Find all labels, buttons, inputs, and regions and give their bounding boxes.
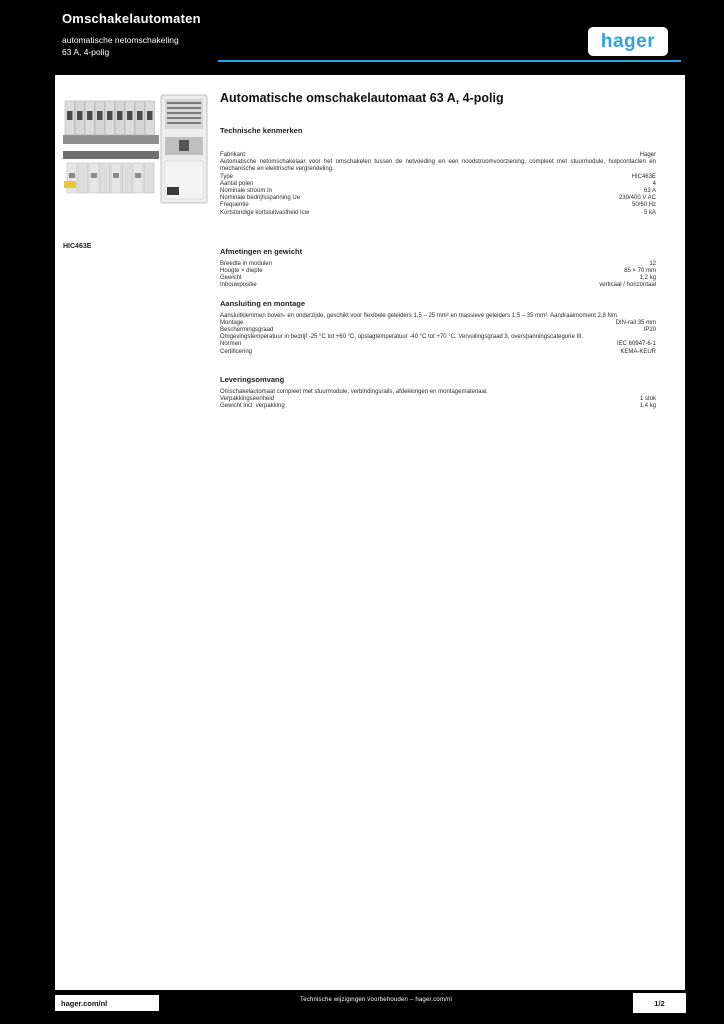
spec-value: 1,4 kg (639, 403, 656, 410)
spec-label: Nominale bedrijfsspanning Ue (220, 195, 301, 202)
spec-value: verticaal / horizontaal (599, 282, 656, 289)
spec-row: Gewicht 1,2 kg (220, 275, 656, 282)
spec-label: Inbouwpositie (220, 282, 257, 289)
spec-row: Normen IEC 60947-6-1 (220, 341, 656, 348)
spec-paragraph: Aansluitklemmen boven- en onderzijde, ge… (220, 312, 619, 319)
hager-logo: hager (588, 27, 668, 56)
spec-label: Certificering (220, 348, 253, 355)
spec-value: 5 kA (643, 209, 656, 216)
spec-value: 230/400 V AC (618, 195, 656, 202)
spec-row: Beschermingsgraad IP20 (220, 327, 656, 334)
spec-value: DIN-rail 35 mm (615, 319, 656, 326)
spec-paragraph: Omschakelautomaat compleet met stuurmodu… (220, 388, 488, 395)
section-heading: Leveringsomvang (220, 374, 285, 384)
spec-row: Fabrikant Hager (220, 152, 656, 159)
spec-label: Hoogte × diepte (220, 268, 263, 275)
spec-row: Aantal polen 4 (220, 181, 656, 188)
spec-row: Nominale bedrijfsspanning Ue 230/400 V AC (220, 195, 656, 202)
spec-label: Kortstondige kortsluitvastheid Icw (220, 209, 310, 216)
header-product-line1: automatische netomschakeling (62, 35, 179, 45)
spec-label: Type (220, 173, 234, 180)
spec-value: 85 × 70 mm (624, 268, 656, 275)
header-product-block: Omschakelautomaten automatische netomsch… (62, 11, 201, 57)
footer-page-box: 1/2 (633, 993, 686, 1013)
footer-center-note: Technische wijzigingen voorbehouden – ha… (300, 997, 453, 1003)
spec-label: Nominale stroom In (220, 188, 273, 195)
spec-value: Hager (639, 152, 656, 158)
footer-website-box[interactable]: hager.com/nl (55, 995, 159, 1011)
product-image (61, 93, 211, 207)
spec-value: 4 (652, 180, 656, 187)
spec-label: Aantal polen (220, 180, 254, 187)
header-product-line2: 63 A, 4-polig (62, 47, 110, 57)
page-title: Automatische omschakelautomaat 63 A, 4-p… (220, 91, 504, 105)
content-column: Automatische omschakelautomaat 63 A, 4-p… (220, 91, 656, 410)
spec-row: Frequentie 50/60 Hz (220, 202, 656, 209)
spec-label: Gewicht (220, 275, 242, 282)
spec-value: 12 (649, 260, 656, 267)
spec-value: 63 A (643, 188, 656, 195)
hager-logo-text: hager (600, 31, 656, 52)
spec-row: Type HIC463E (220, 174, 656, 181)
spec-row: Certificering KEMA-KEUR (220, 349, 656, 356)
footer-website-link[interactable]: hager.com/nl (61, 998, 108, 1008)
spec-row: Nominale stroom In 63 A (220, 188, 656, 195)
spec-label: Fabrikant (220, 152, 246, 158)
spec-value: 1,2 kg (639, 275, 656, 282)
spec-paragraph: Automatische netomschakelaar voor het om… (220, 159, 656, 173)
spec-label: Frequentie (220, 202, 249, 209)
product-photo-svg (61, 93, 211, 207)
spec-row: Inbouwpositie verticaal / horizontaal (220, 282, 656, 289)
spec-value: KEMA-KEUR (620, 348, 656, 355)
spec-label: Montage (220, 319, 244, 326)
spec-label: Beschermingsgraad (220, 327, 274, 334)
spec-value: 50/60 Hz (631, 202, 656, 209)
spec-value: IP20 (643, 327, 656, 334)
spec-value: IEC 60947-6-1 (616, 341, 656, 348)
spec-label: Normen (220, 341, 242, 348)
spec-row: Verpakkingseenheid 1 stuk (220, 396, 656, 403)
spec-label: Verpakkingseenheid (220, 396, 275, 403)
spec-label: Breedte in modulen (220, 260, 273, 267)
spec-row: Hoogte × diepte 85 × 70 mm (220, 268, 656, 275)
spec-value: HIC463E (631, 173, 656, 180)
header-product-family: Omschakelautomaten (62, 11, 201, 26)
section-heading: Afmetingen en gewicht (220, 246, 303, 256)
product-reference: HIC463E (63, 243, 92, 250)
spec-value: 1 stuk (639, 396, 656, 403)
spec-label: Gewicht incl. verpakking (220, 403, 285, 410)
spec-row: Kortstondige kortsluitvastheid Icw 5 kA (220, 210, 656, 217)
section-heading: Technische kenmerken (220, 126, 303, 135)
spec-row: Gewicht incl. verpakking 1,4 kg (220, 403, 656, 410)
footer-page-indicator: 1/2 (654, 998, 665, 1008)
spec-row: Montage DIN-rail 35 mm (220, 320, 656, 327)
header-divider-line (218, 60, 681, 62)
document-page: HIC463E Automatische omschakelautomaat 6… (55, 75, 685, 990)
spec-paragraph: Omgevingstemperatuur in bedrijf -25 °C t… (220, 334, 584, 341)
spec-row: Breedte in modulen 12 (220, 261, 656, 268)
section-heading: Aansluiting en montage (220, 298, 306, 308)
